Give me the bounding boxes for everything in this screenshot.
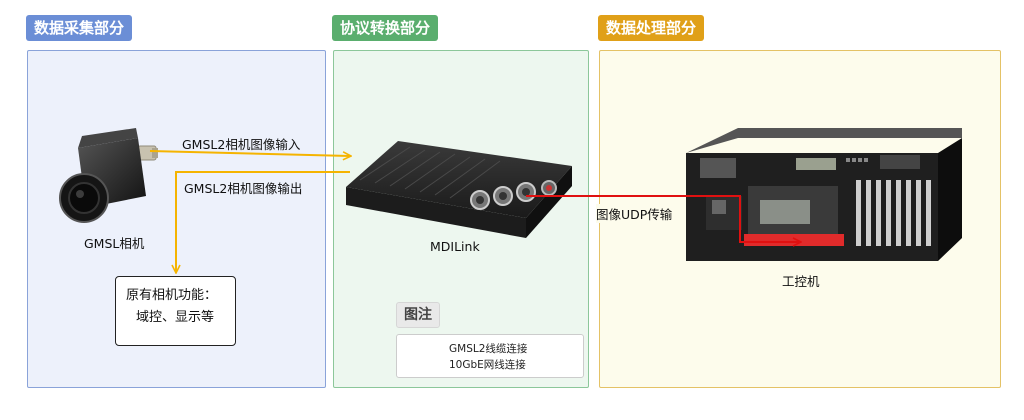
gmsl-output-line <box>176 171 350 272</box>
industrial-pc-image <box>686 128 962 261</box>
section-title-protocol: 协议转换部分 <box>332 15 439 41</box>
legend-item-gmsl: GMSL2线缆连接 <box>397 339 583 357</box>
legend-item-10gbe: 10GbE网线连接 <box>397 355 583 373</box>
gmsl-camera-image <box>59 128 158 223</box>
camera-label: GMSL相机 <box>84 236 145 251</box>
ipc-label: 工控机 <box>782 274 820 289</box>
legend-title: 图注 <box>396 302 440 328</box>
camera-function-note: 原有相机功能： 域控、显示等 <box>115 276 236 346</box>
udp-line <box>526 195 800 242</box>
udp-label: 图像UDP传输 <box>596 204 673 223</box>
legend: GMSL2线缆连接 10GbE网线连接 <box>396 334 584 378</box>
section-title-processing: 数据处理部分 <box>598 15 705 41</box>
gmsl-input-label: GMSL2相机图像输入 <box>182 137 301 152</box>
gmsl-output-label: GMSL2相机图像输出 <box>184 181 303 196</box>
legend-item-label: GMSL2线缆连接 <box>449 343 528 355</box>
camera-function-line1: 原有相机功能： <box>126 288 218 303</box>
gmsl-input-line <box>149 150 350 156</box>
mdilink-label: MDILink <box>430 239 480 254</box>
section-title-acquisition: 数据采集部分 <box>26 15 133 41</box>
mdilink-image <box>346 141 572 238</box>
legend-item-label: 10GbE网线连接 <box>449 359 526 371</box>
camera-function-line2: 域控、显示等 <box>136 310 215 325</box>
